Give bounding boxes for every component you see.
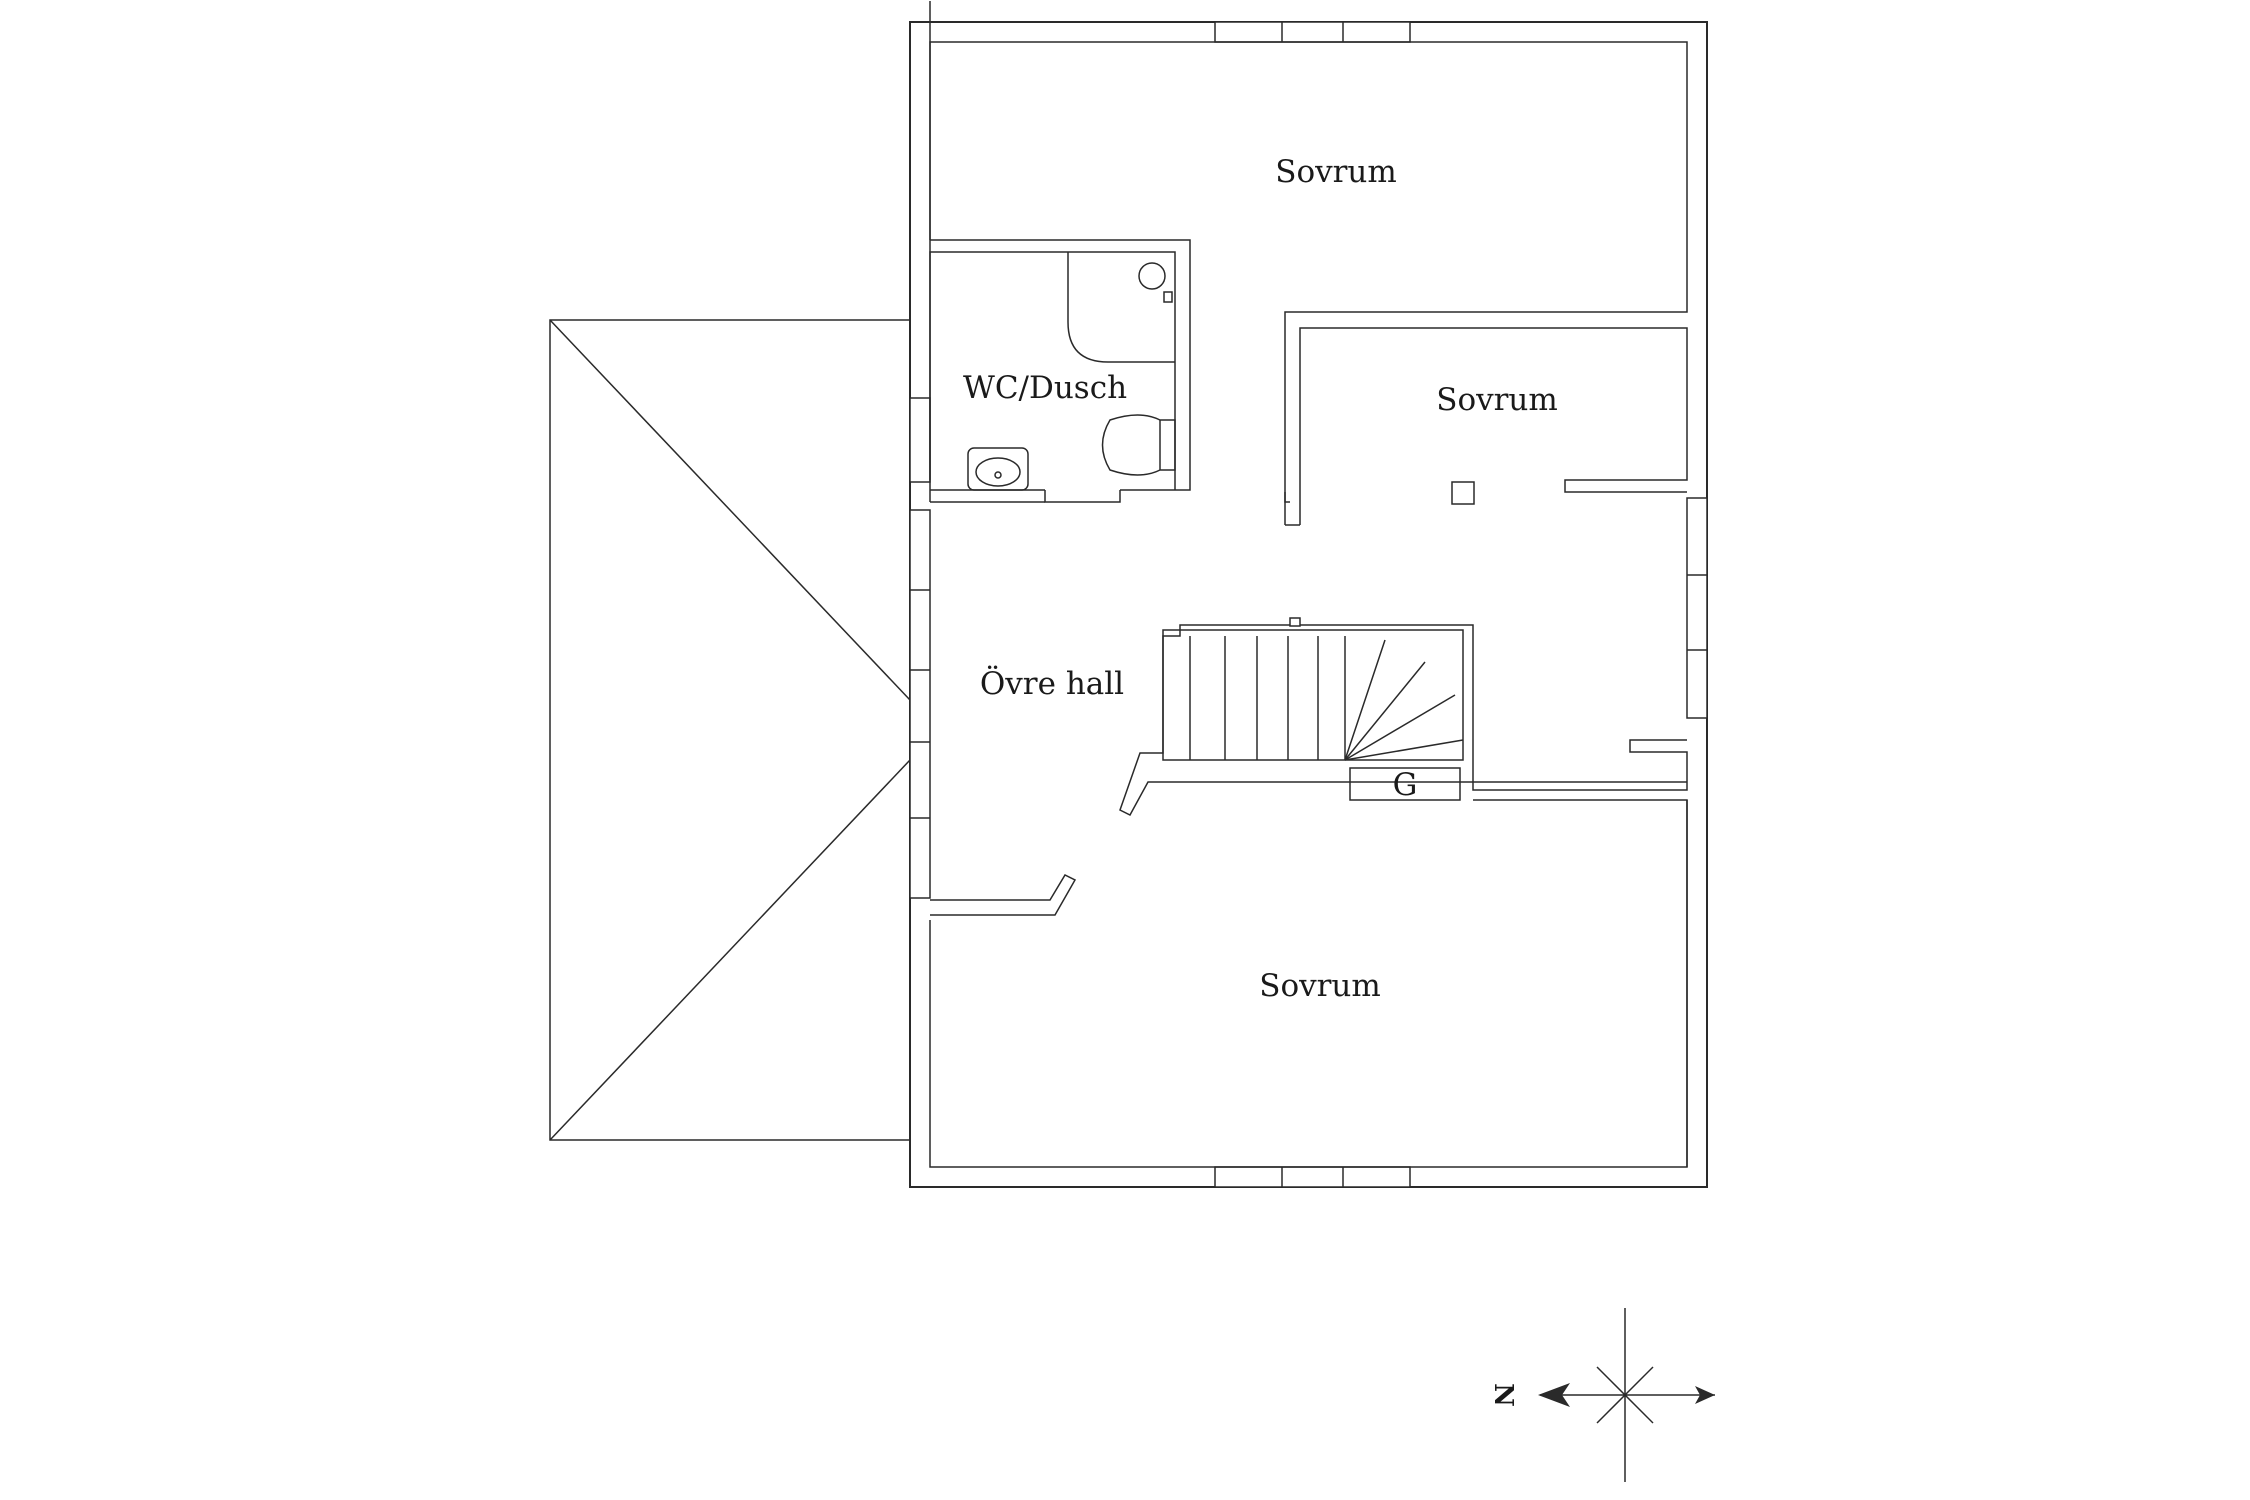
room-label-hall: Övre hall — [980, 664, 1124, 702]
roof-outline — [549, 319, 911, 1141]
shower — [1067, 252, 1175, 363]
stair-box-g: G — [1349, 767, 1461, 803]
north-arrow-icon — [1538, 1383, 1570, 1407]
window-left-hall — [909, 509, 931, 899]
window-left-bath — [909, 397, 931, 483]
room-label-bedroom-bottom: Sovrum — [1259, 968, 1381, 1004]
compass-north-label: N — [1488, 1383, 1518, 1407]
window-bottom — [1214, 1166, 1411, 1188]
chimney-square — [1451, 481, 1475, 505]
window-right — [1686, 497, 1708, 719]
windows — [909, 21, 1708, 1188]
room-label-bedroom-top: Sovrum — [1275, 154, 1397, 190]
stair-box-label: G — [1393, 767, 1418, 803]
window-top — [1214, 21, 1411, 43]
compass-rose: N — [1488, 1308, 1715, 1482]
interior-walls — [929, 1, 1688, 1168]
toilet — [1101, 414, 1176, 476]
exterior-walls — [909, 21, 1708, 1188]
sink — [967, 447, 1029, 491]
room-label-bathroom: WC/Dusch — [963, 370, 1127, 406]
staircase — [1162, 617, 1464, 761]
room-label-bedroom-right: Sovrum — [1436, 382, 1558, 418]
